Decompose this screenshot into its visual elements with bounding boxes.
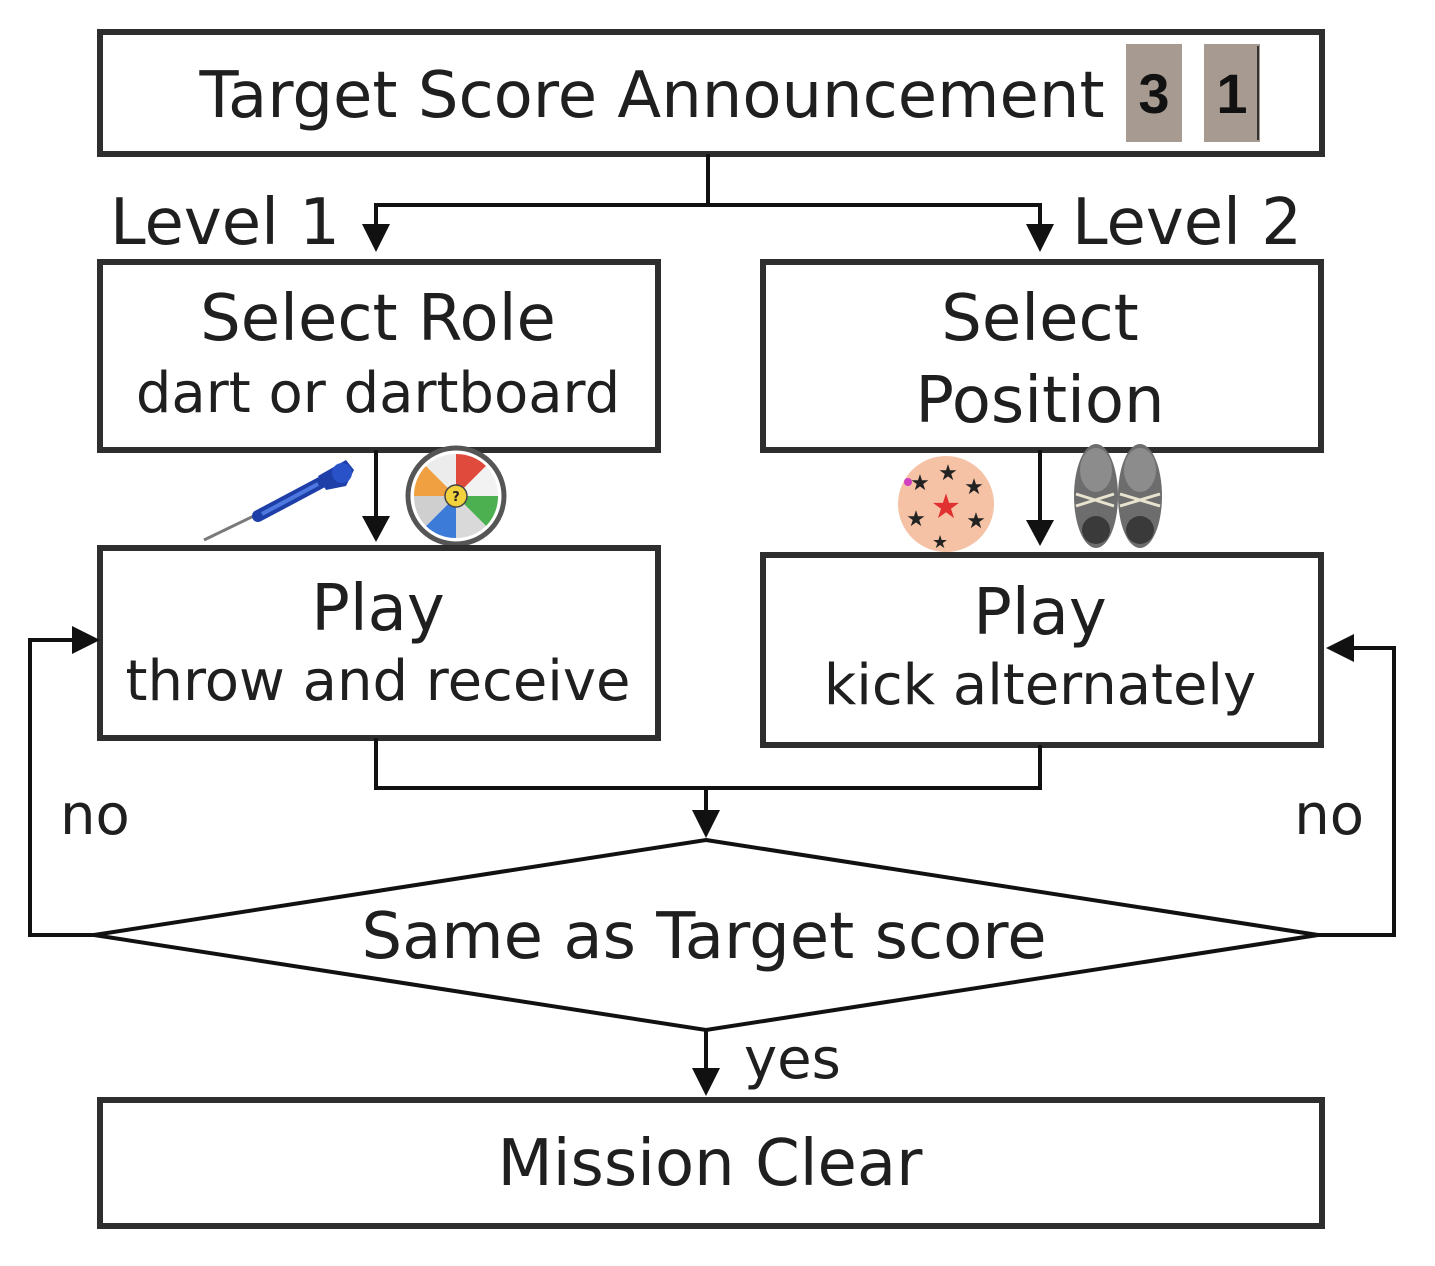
split-connector	[362, 154, 1054, 252]
play-left-title: Play	[311, 572, 444, 646]
svg-text:★: ★	[938, 461, 958, 486]
yes-label: yes	[744, 1027, 841, 1092]
play-right-subtitle: kick alternately	[824, 653, 1256, 718]
svg-text:★: ★	[931, 487, 961, 527]
svg-text:★: ★	[910, 471, 930, 496]
mission-clear-box: Mission Clear	[97, 1097, 1325, 1229]
play-throw-box: Play throw and receive	[97, 545, 661, 741]
svg-text:★: ★	[964, 475, 984, 500]
dartboard-icon: ?	[405, 445, 507, 547]
digit-tile-2	[1204, 44, 1260, 142]
play-left-subtitle: throw and receive	[126, 649, 631, 714]
select-position-line2: Position	[915, 364, 1164, 438]
merge-connector	[374, 738, 1042, 838]
select-role-box: Select Role dart or dartboard	[97, 259, 661, 453]
svg-text:?: ?	[452, 490, 460, 505]
arrow-to-level1	[362, 224, 390, 252]
decision-diamond: Same as Target score	[93, 837, 1319, 1033]
dart-icon	[203, 460, 354, 542]
svg-text:★: ★	[932, 532, 948, 553]
select-role-title: Select Role	[200, 282, 556, 356]
mission-clear-text: Mission Clear	[498, 1127, 924, 1201]
arrow-to-level2	[1026, 224, 1054, 252]
svg-text:★: ★	[906, 507, 926, 532]
no-loop-right	[1318, 634, 1396, 937]
play-right-title: Play	[973, 576, 1106, 650]
shoes-icon	[1074, 444, 1162, 548]
svg-text:★: ★	[966, 509, 986, 534]
target-score-title: Target Score Announcement	[198, 59, 1104, 133]
soccer-ball-icon: ★ ★ ★ ★ ★ ★ ★	[898, 456, 994, 553]
level-1-label: Level 1	[110, 186, 340, 260]
select-position-box: Select Position	[760, 259, 1324, 453]
no-label-right: no	[1294, 783, 1364, 848]
select-position-line1: Select	[941, 282, 1138, 356]
no-label-left: no	[60, 783, 130, 848]
yes-connector	[692, 1030, 720, 1096]
select-role-subtitle: dart or dartboard	[136, 361, 620, 426]
target-digit-1: 3	[1138, 62, 1169, 125]
no-loop-left	[28, 626, 100, 937]
digit-tile-1	[1126, 44, 1182, 142]
decision-text: Same as Target score	[361, 900, 1046, 974]
play-kick-box: Play kick alternately	[760, 552, 1324, 748]
level-2-label: Level 2	[1072, 186, 1302, 260]
target-digit-2: 1	[1216, 62, 1247, 125]
target-score-box: Target Score Announcement 3 1	[97, 29, 1325, 157]
